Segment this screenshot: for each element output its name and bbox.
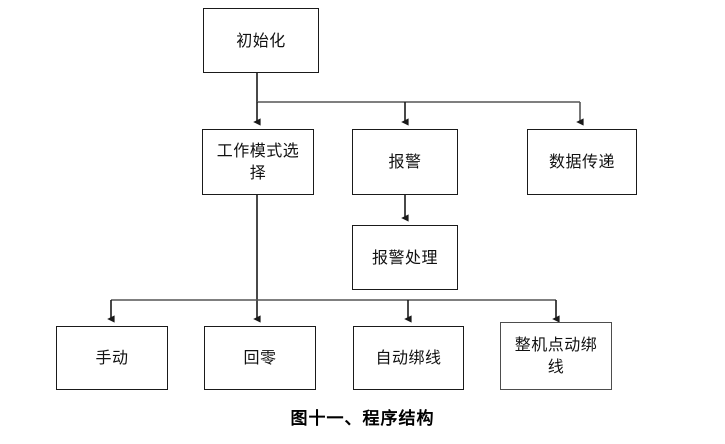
node-manual[interactable]: 手动 [56,326,168,390]
node-auto-bind-wire-label: 自动绑线 [375,348,442,368]
node-manual-label: 手动 [95,348,129,368]
node-machine-jog-bind-wire[interactable]: 整机点动绑 线 [500,322,612,390]
node-return-zero-label: 回零 [243,348,277,368]
node-alarm-handling[interactable]: 报警处理 [352,225,458,290]
node-auto-bind-wire[interactable]: 自动绑线 [353,326,464,390]
node-machine-jog-bind-wire-label: 整机点动绑 线 [514,335,598,376]
node-alarm[interactable]: 报警 [352,129,458,195]
node-init[interactable]: 初始化 [203,8,319,73]
node-work-mode-select-label: 工作模式选 择 [216,141,300,182]
node-alarm-handling-label: 报警处理 [371,247,438,267]
node-alarm-label: 报警 [388,152,422,172]
node-init-label: 初始化 [236,30,286,50]
node-data-transfer-label: 数据传递 [548,152,615,172]
node-return-zero[interactable]: 回零 [204,326,316,390]
figure-caption: 图十一、程序结构 [290,409,435,429]
node-data-transfer[interactable]: 数据传递 [527,129,637,195]
node-work-mode-select[interactable]: 工作模式选 择 [202,129,314,195]
